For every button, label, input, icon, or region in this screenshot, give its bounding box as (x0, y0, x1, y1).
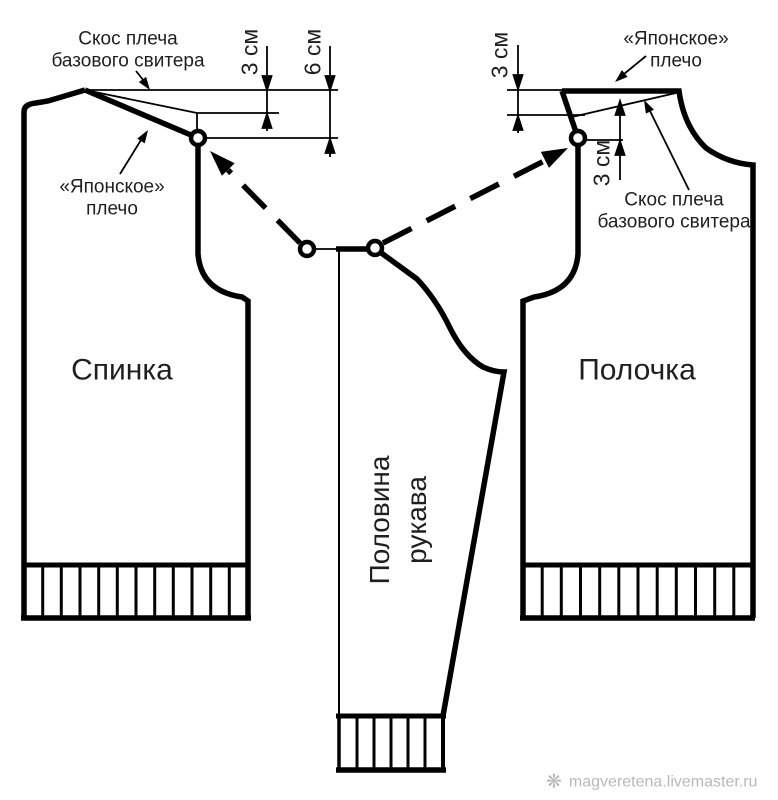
back-base-slope-line (84, 89, 198, 114)
label-arrow-front-slope (644, 100, 690, 191)
back-ribbing (21, 562, 251, 621)
front-piece-label: Полочка (578, 353, 696, 387)
note-line-1: Скос плеча (624, 189, 724, 211)
back-piece-label: Спинка (71, 353, 173, 387)
note-line-1: «Японское» (623, 28, 729, 50)
sleeve-point-right (365, 238, 385, 258)
watermark: ❋ magveretena.livemaster.ru (546, 773, 757, 792)
note-line-1: «Японское» (59, 176, 165, 198)
label-arrow-front-japanese (615, 55, 647, 82)
note-line-1: Скос плеча (78, 28, 178, 50)
sleeve-cuff (336, 713, 446, 773)
transfer-arrow-to-back (210, 151, 302, 245)
transfer-arrow-to-front (381, 148, 568, 246)
front-japanese-shoulder-note: «Японское» плечо (623, 29, 728, 72)
back-dim-3cm-label: 3 см (236, 28, 263, 76)
front-construction-lines (507, 89, 677, 141)
back-japanese-shoulder-note: «Японское» плечо (59, 177, 164, 220)
back-japanese-shoulder-line (83, 87, 200, 141)
watermark-text: magveretena.livemaster.ru (568, 773, 758, 790)
sleeve-outline (336, 246, 508, 717)
front-base-slope-line (571, 92, 677, 118)
front-ribbing (520, 562, 755, 621)
back-shoulder-point (188, 128, 208, 148)
front-shoulder-slope-note: Скос плеча базового свитера (597, 190, 750, 233)
note-line-2: базового свитера (51, 50, 205, 71)
back-shoulder-slope-note: Скос плеча базового свитера (51, 29, 204, 72)
front-dim-3cm-inner-label: 3 см (588, 139, 615, 187)
back-piece-outline (21, 87, 251, 618)
label-arrow-back-japanese (119, 130, 148, 175)
sleeve-point-left (297, 239, 317, 259)
note-line-2: рукава (401, 476, 432, 564)
note-line-1: Половина (364, 455, 395, 585)
note-line-2: базового свитера (597, 211, 751, 232)
note-line-2: плечо (86, 198, 138, 219)
back-dimension-lines (261, 46, 336, 157)
label-arrow-back-slope (135, 70, 150, 90)
note-line-2: плечо (650, 50, 702, 71)
back-construction-lines (84, 89, 338, 139)
sleeve-piece-label: Половина рукава (361, 456, 435, 585)
back-dim-6cm-label: 6 см (299, 28, 326, 76)
front-dimension-lines (512, 45, 626, 180)
flower-icon: ❋ (546, 771, 562, 793)
front-dim-3cm-top-label: 3 см (486, 31, 513, 79)
front-shoulder-point (568, 128, 588, 148)
